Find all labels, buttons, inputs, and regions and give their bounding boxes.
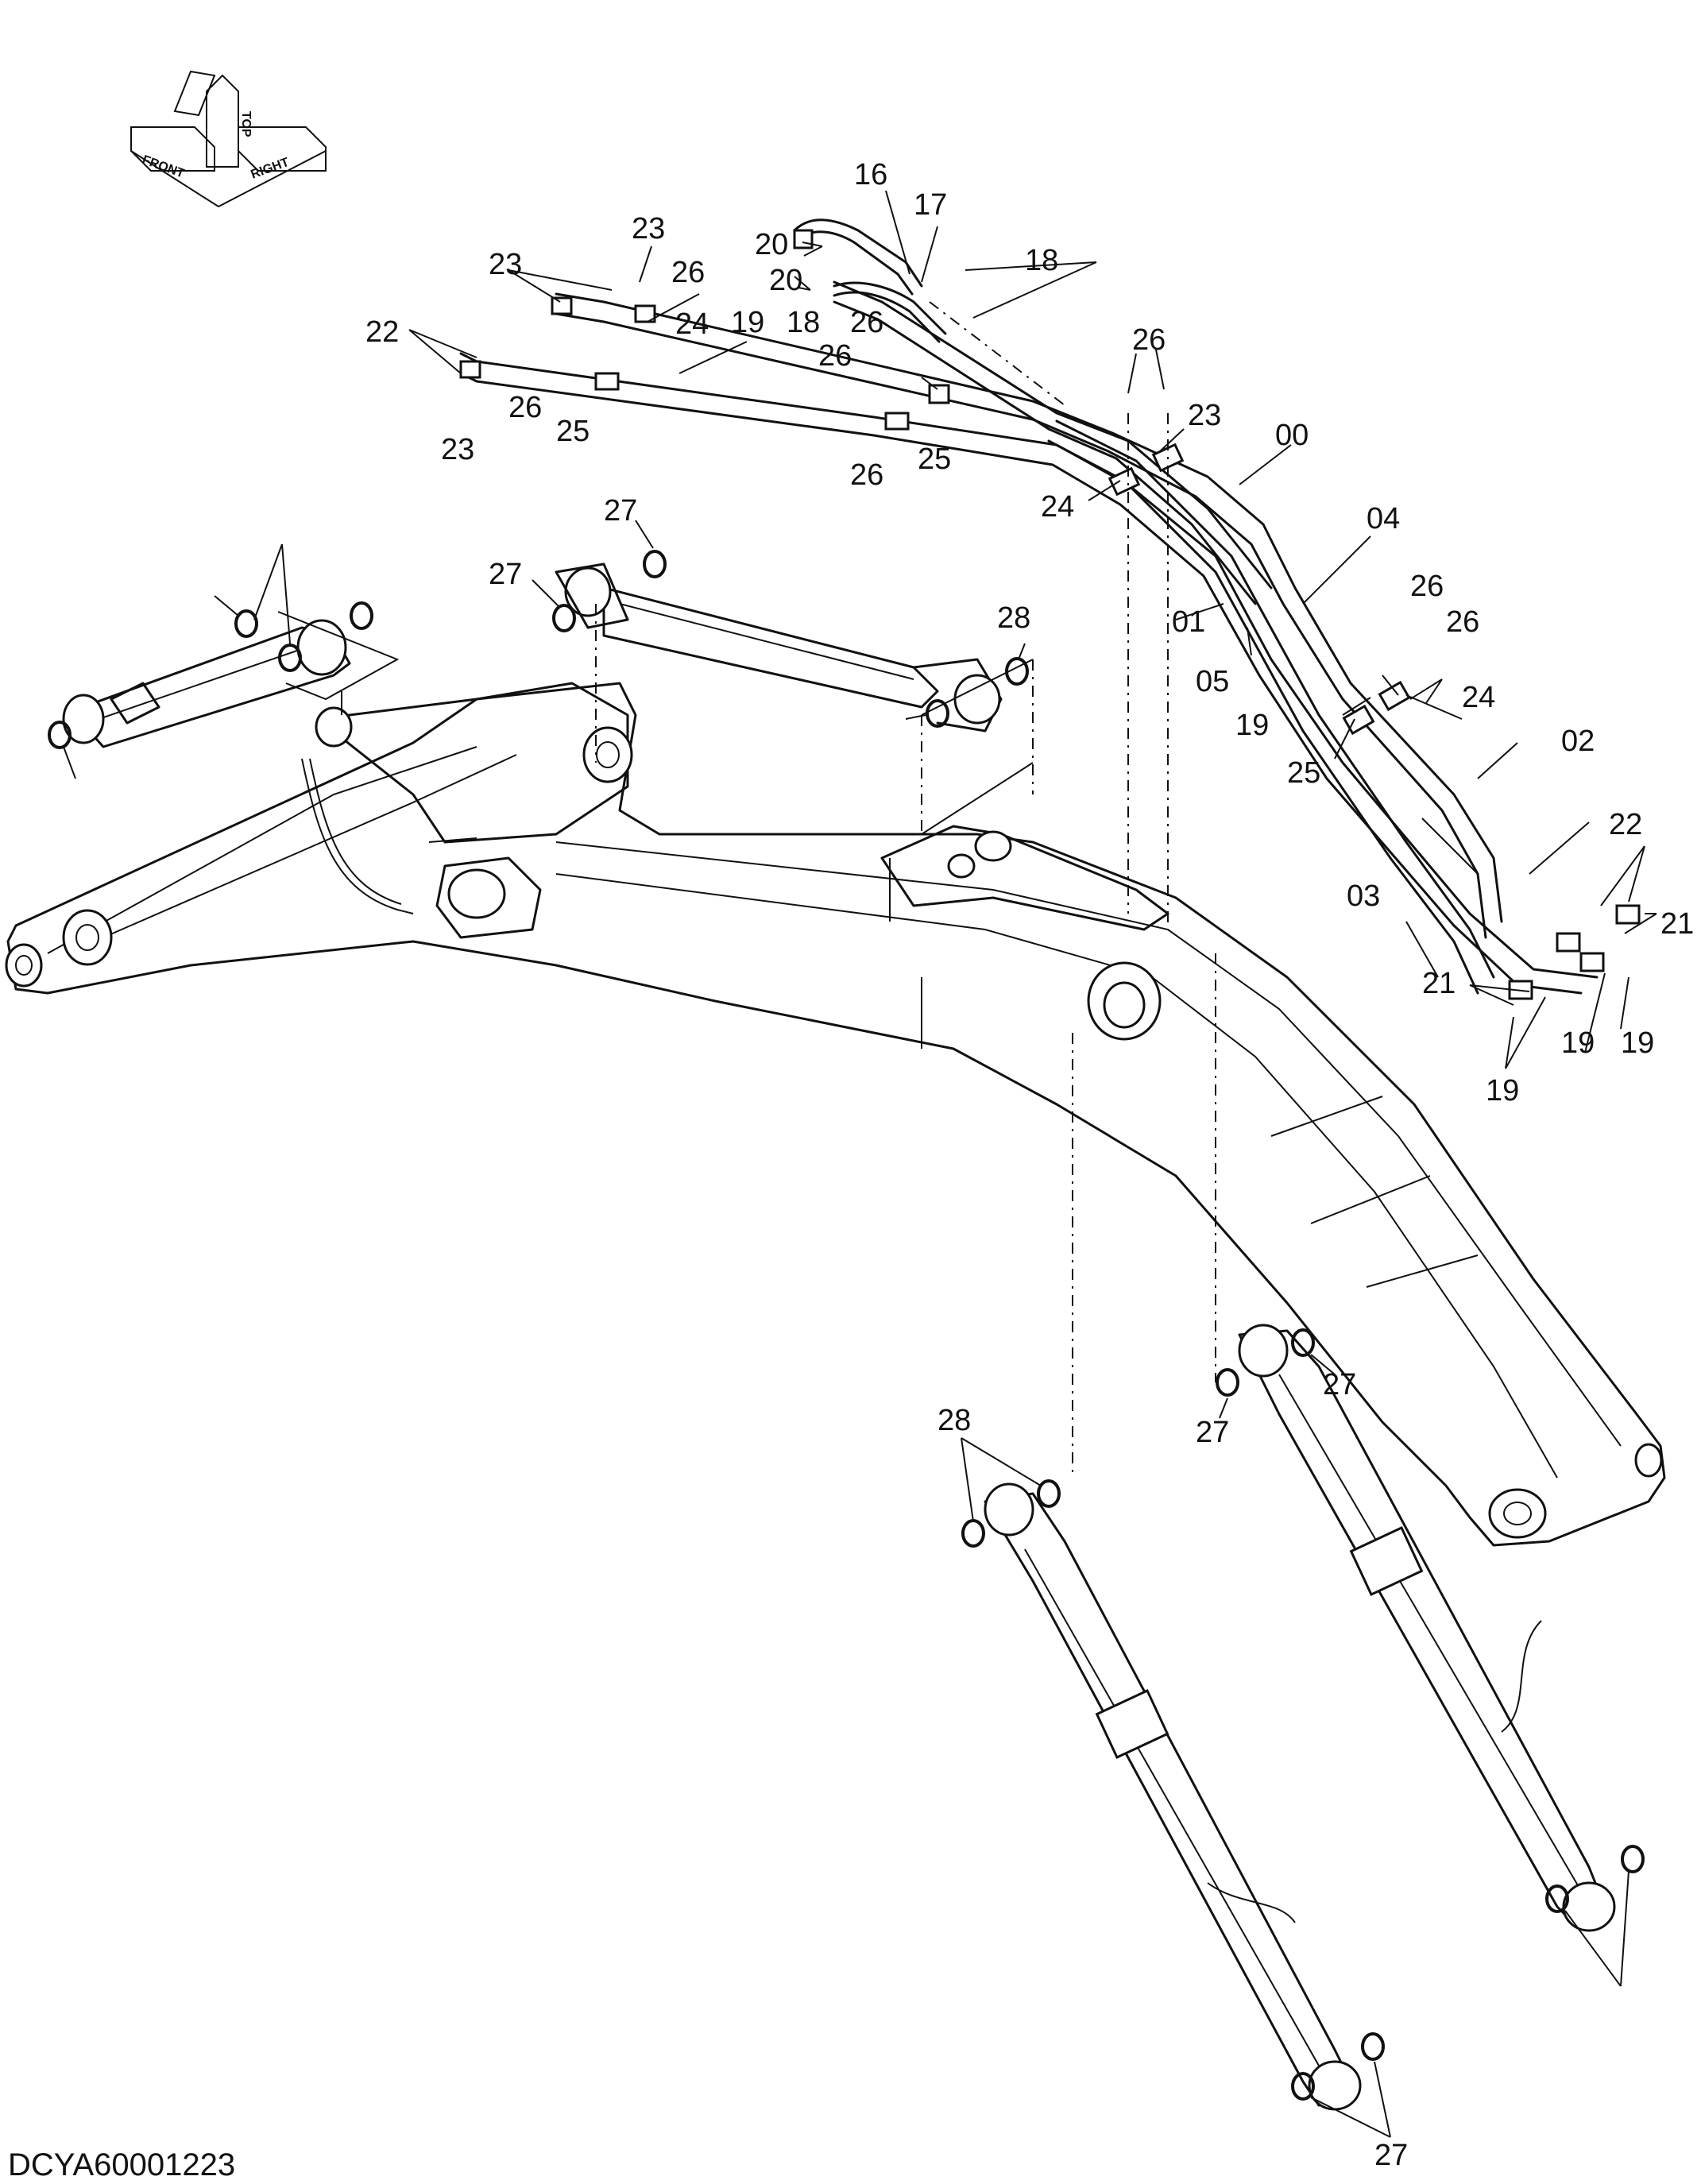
callout-08: 18 bbox=[787, 306, 820, 339]
callout-23: 26 bbox=[671, 256, 705, 289]
callout-26: 27 bbox=[1374, 2139, 1408, 2172]
callout-08: 19 bbox=[1621, 1026, 1654, 1060]
boom-assembly bbox=[5, 682, 1666, 1547]
callout-24: 26 bbox=[818, 339, 852, 373]
callout-04: 04 bbox=[1367, 502, 1400, 535]
callout-26: 27 bbox=[1323, 1368, 1356, 1401]
callout-23: 26 bbox=[850, 306, 883, 339]
boom-cylinder-left bbox=[984, 1482, 1362, 2111]
callout-14: 21 bbox=[1422, 967, 1456, 1000]
callout-06: 16 bbox=[854, 158, 887, 191]
callout-08: 18 bbox=[1025, 244, 1058, 277]
callout-18: 23 bbox=[441, 433, 474, 466]
callout-18: 23 bbox=[632, 212, 665, 245]
top-label: TOP bbox=[239, 111, 253, 137]
callout-03: 03 bbox=[1347, 879, 1380, 913]
callout-22: 26 bbox=[850, 458, 883, 492]
assembly-dash-lines bbox=[277, 301, 1216, 1478]
callout-01: 01 bbox=[1172, 605, 1205, 639]
callout-20: 24 bbox=[1041, 490, 1074, 524]
callout-21: 25 bbox=[918, 443, 951, 476]
callout-05: 05 bbox=[1196, 665, 1229, 698]
callout-labels: 16 17 18 20 20 19 18 26 26 23 23 26 24 2… bbox=[365, 158, 1694, 2172]
callout-15: 22 bbox=[1609, 808, 1642, 841]
callout-26: 27 bbox=[1196, 1416, 1229, 1449]
callout-19: 23 bbox=[1188, 399, 1221, 432]
callout-02: 02 bbox=[1561, 725, 1595, 758]
arm-cylinder bbox=[555, 562, 1003, 733]
callout-19: 24 bbox=[1462, 681, 1495, 714]
callout-17: 23 bbox=[489, 248, 522, 281]
bucket-cylinder bbox=[62, 619, 351, 748]
callout-12: 20 bbox=[755, 228, 788, 261]
callout-08: 19 bbox=[1235, 709, 1269, 742]
callout-26: 27 bbox=[489, 558, 522, 591]
front-label: FRONT bbox=[141, 153, 187, 181]
callout-08: 19 bbox=[1486, 1074, 1519, 1107]
pipe-bundle bbox=[459, 218, 1641, 1000]
callout-26: 28 bbox=[937, 1404, 971, 1437]
callout-23: 26 bbox=[1446, 605, 1479, 639]
callout-11: 20 bbox=[769, 264, 802, 297]
leader-lines bbox=[63, 190, 1657, 2138]
callout-16: 22 bbox=[365, 315, 399, 349]
callout-13: 21 bbox=[1660, 907, 1694, 941]
callout-23: 26 bbox=[1132, 323, 1166, 357]
callout-26: 27 bbox=[604, 494, 637, 528]
o-rings bbox=[48, 550, 1645, 2101]
callout-09: 19 bbox=[1561, 1026, 1595, 1060]
callout-00: 00 bbox=[1275, 419, 1309, 452]
callout-21: 24 bbox=[675, 307, 709, 341]
callout-07: 17 bbox=[914, 188, 947, 222]
drawing-code: DCYA60001223 bbox=[8, 2147, 235, 2182]
callout-26: 28 bbox=[997, 601, 1030, 635]
boom-cylinder-right bbox=[1238, 1324, 1616, 1932]
orientation-compass-icon: FRONT TOP RIGHT bbox=[130, 70, 327, 207]
callout-25: 26 bbox=[1410, 570, 1444, 603]
callout-24: 26 bbox=[508, 391, 542, 424]
callout-22: 25 bbox=[556, 415, 590, 448]
callout-10: 19 bbox=[731, 306, 764, 339]
callout-20: 25 bbox=[1287, 756, 1320, 790]
right-label: RIGHT bbox=[249, 156, 292, 182]
